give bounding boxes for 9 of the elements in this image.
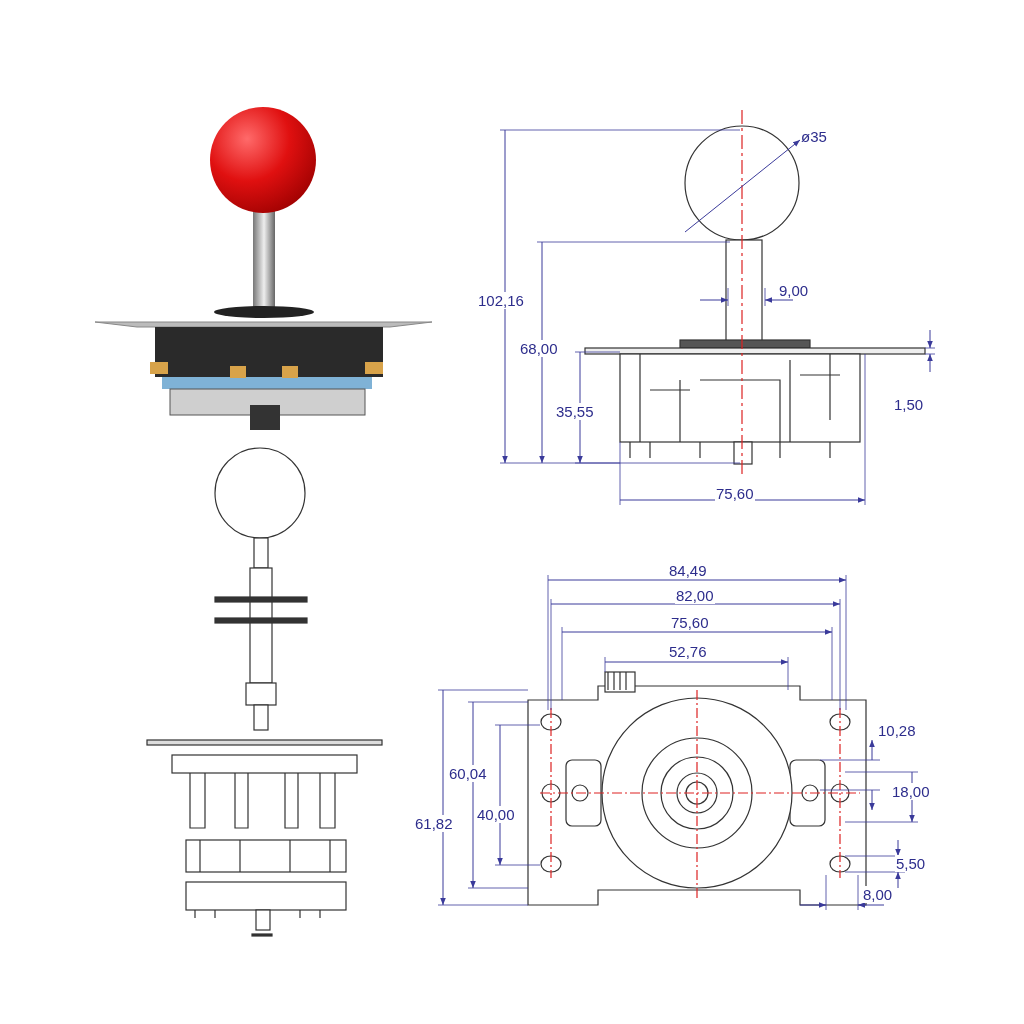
dimension-label: 8,00 <box>862 886 894 903</box>
dimension-label: 40,00 <box>476 806 516 823</box>
dimension-label: 18,00 <box>891 783 931 800</box>
dimension-label: 60,04 <box>448 765 488 782</box>
dimension-label: 61,82 <box>414 815 454 832</box>
dimension-label: 35,55 <box>555 403 595 420</box>
dimension-label: 102,16 <box>477 292 525 309</box>
dimension-label: 68,00 <box>519 340 559 357</box>
dimension-label: 5,50 <box>895 855 927 872</box>
